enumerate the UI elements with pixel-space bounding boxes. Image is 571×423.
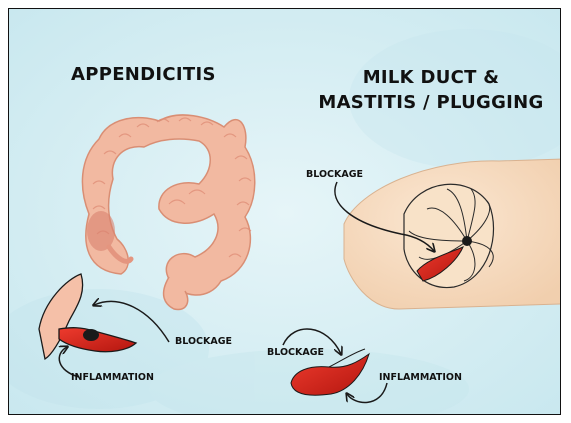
appendix-blockage-label: BLOCKAGE <box>175 336 232 347</box>
milk-duct-heading-line1: MILK DUCT & <box>311 65 551 90</box>
infographic-frame: APPENDICITIS MILK DUCT & MASTITIS / PLUG… <box>8 8 561 415</box>
breast-blockage-label: BLOCKAGE <box>306 169 363 180</box>
milk-duct-heading: MILK DUCT & MASTITIS / PLUGGING <box>311 65 551 115</box>
duct-inflammation-label: INFLAMMATION <box>379 372 462 383</box>
nipple <box>462 236 472 246</box>
appendix-inflammation-label: INFLAMMATION <box>71 372 154 383</box>
appendix-blockage-stone <box>83 329 99 341</box>
appendicitis-heading: APPENDICITIS <box>71 64 216 85</box>
milk-duct-heading-line2: MASTITIS / PLUGGING <box>311 90 551 115</box>
duct-blockage-label: BLOCKAGE <box>267 347 324 358</box>
